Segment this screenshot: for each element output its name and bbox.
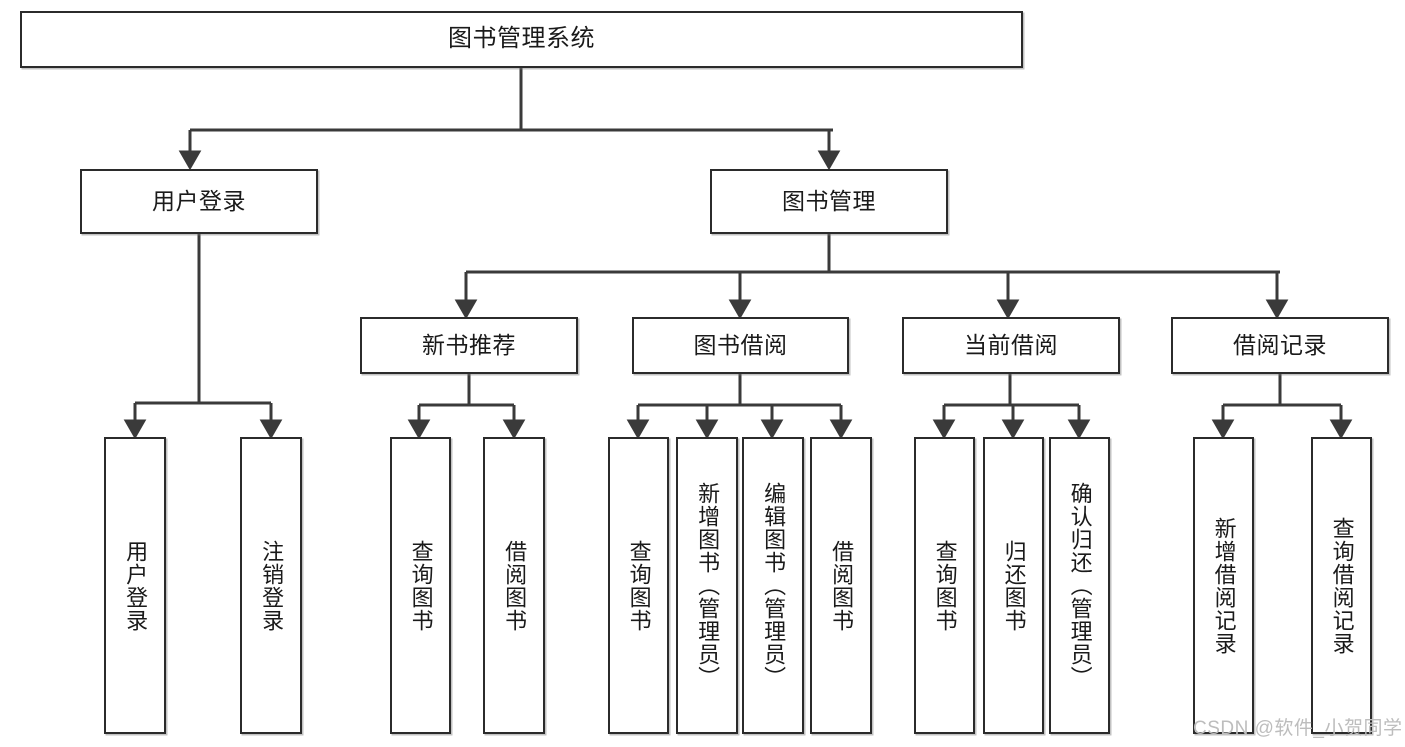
- leaf-borrow-book-2[interactable]: 借阅图书: [810, 437, 872, 734]
- leaf-return-book-label: 归还图书: [1001, 539, 1027, 632]
- node-user-login[interactable]: 用户登录: [80, 169, 318, 234]
- node-current-borrow[interactable]: 当前借阅: [902, 317, 1120, 374]
- node-book-management[interactable]: 图书管理: [710, 169, 948, 234]
- leaf-user-login-label: 用户登录: [123, 539, 149, 632]
- node-book-borrow-label: 图书借阅: [693, 331, 788, 358]
- node-borrow-record[interactable]: 借阅记录: [1171, 317, 1389, 374]
- leaf-query-book-3-label: 查询图书: [932, 539, 958, 632]
- node-book-management-label: 图书管理: [782, 187, 876, 214]
- leaf-borrow-book-2-label: 借阅图书: [829, 539, 855, 632]
- leaf-borrow-book-1-label: 借阅图书: [502, 539, 528, 632]
- leaf-add-book[interactable]: 新增图书（管理员）: [676, 437, 738, 734]
- leaf-logout[interactable]: 注销登录: [240, 437, 302, 734]
- leaf-add-book-label: 新增图书（管理员）: [695, 482, 721, 689]
- leaf-query-book-2-label: 查询图书: [626, 539, 652, 632]
- leaf-confirm-return[interactable]: 确认归还（管理员）: [1049, 437, 1110, 734]
- leaf-borrow-book-1[interactable]: 借阅图书: [483, 437, 545, 734]
- leaf-query-book-1-label: 查询图书: [408, 539, 434, 632]
- csdn-watermark: CSDN @软件_小贺同学: [1193, 718, 1403, 739]
- leaf-query-borrow-record-label: 查询借阅记录: [1329, 516, 1355, 655]
- leaf-return-book[interactable]: 归还图书: [983, 437, 1044, 734]
- leaf-edit-book-label: 编辑图书（管理员）: [761, 482, 787, 689]
- leaf-query-book-1[interactable]: 查询图书: [390, 437, 451, 734]
- node-user-login-label: 用户登录: [152, 187, 246, 214]
- leaf-confirm-return-label: 确认归还（管理员）: [1067, 482, 1093, 689]
- node-borrow-record-label: 借阅记录: [1233, 331, 1327, 358]
- leaf-user-login[interactable]: 用户登录: [104, 437, 166, 734]
- leaf-query-borrow-record[interactable]: 查询借阅记录: [1311, 437, 1372, 734]
- leaf-add-borrow-record-label: 新增借阅记录: [1211, 516, 1237, 655]
- leaf-logout-label: 注销登录: [259, 539, 285, 632]
- node-current-borrow-label: 当前借阅: [964, 331, 1058, 358]
- node-root[interactable]: 图书管理系统: [20, 11, 1023, 68]
- node-root-label: 图书管理系统: [448, 25, 595, 53]
- node-new-book-recommend[interactable]: 新书推荐: [360, 317, 578, 374]
- leaf-add-borrow-record[interactable]: 新增借阅记录: [1193, 437, 1254, 734]
- node-new-book-recommend-label: 新书推荐: [422, 331, 516, 358]
- leaf-edit-book[interactable]: 编辑图书（管理员）: [742, 437, 804, 734]
- leaf-query-book-3[interactable]: 查询图书: [914, 437, 975, 734]
- node-book-borrow[interactable]: 图书借阅: [632, 317, 849, 374]
- leaf-query-book-2[interactable]: 查询图书: [608, 437, 669, 734]
